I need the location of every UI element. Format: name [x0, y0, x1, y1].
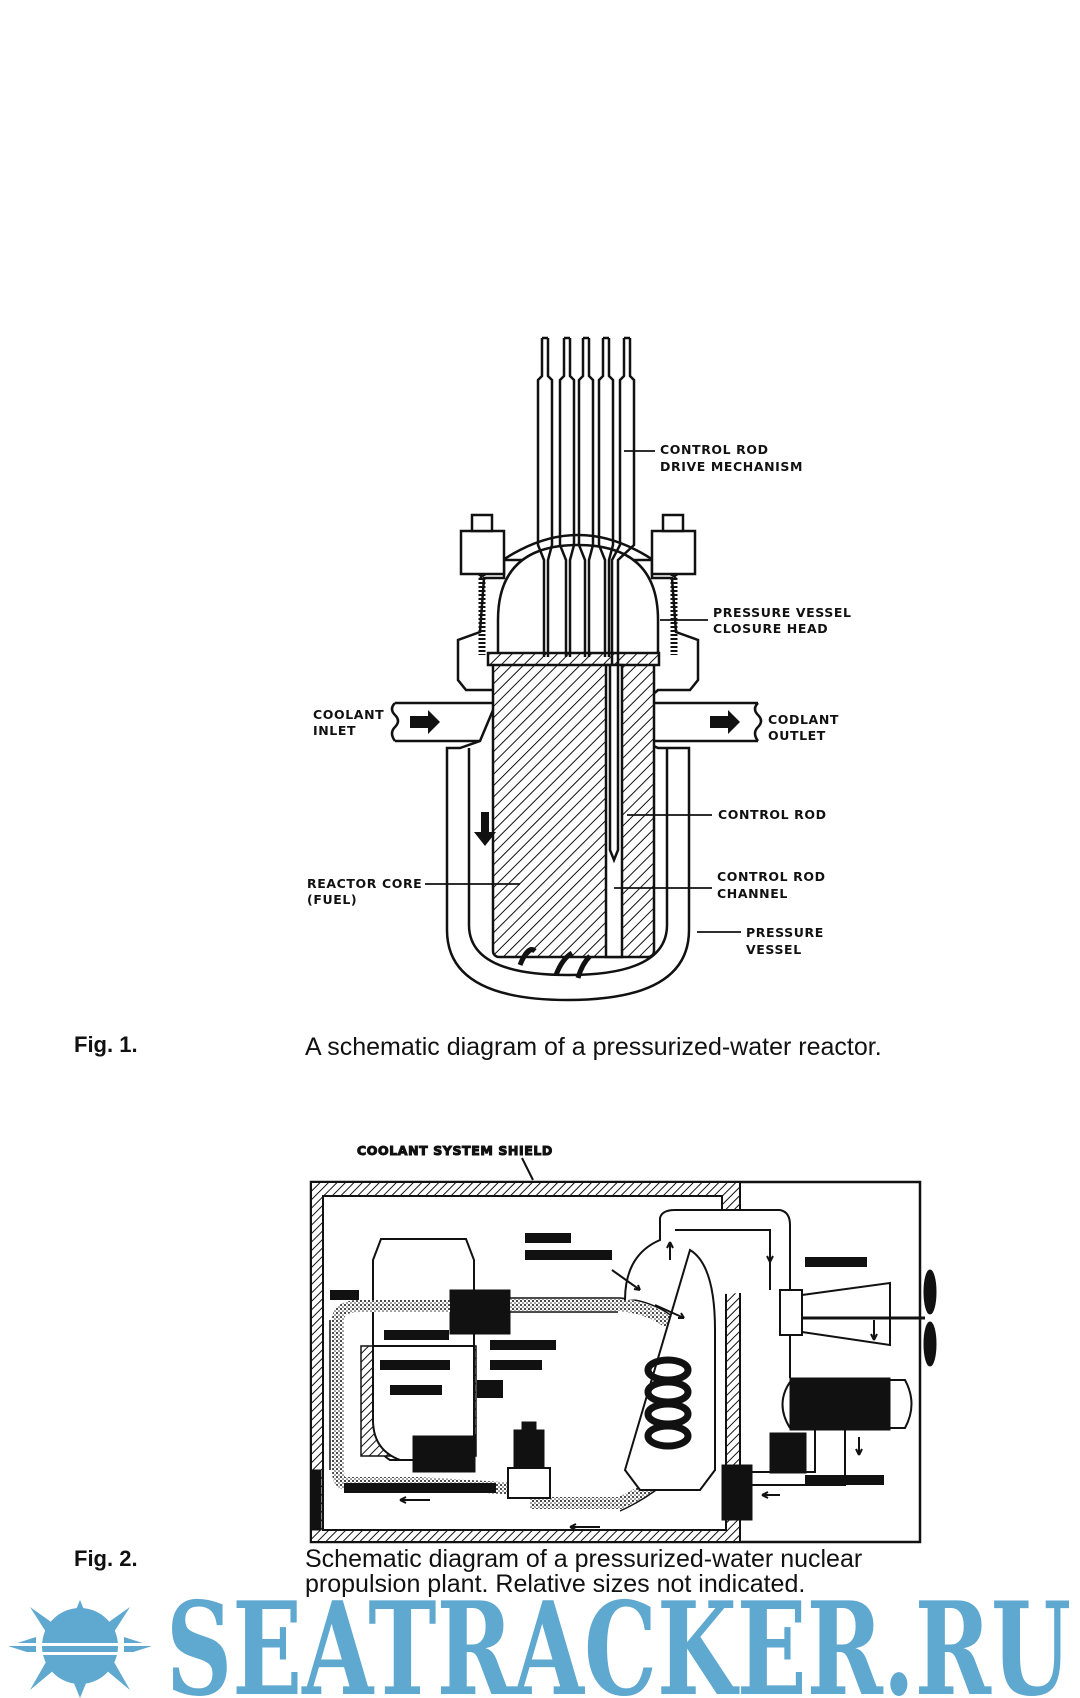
- turbine: [779, 1289, 803, 1336]
- label-coolant-system-shield: COOLANT SYSTEM SHIELD: [357, 1143, 553, 1158]
- label-pressure-vessel-1: PRESSURE: [746, 925, 824, 940]
- flow-arrows: [410, 710, 740, 846]
- label-reactor-core-2: (FUEL): [307, 892, 357, 907]
- leader-lines: [425, 450, 741, 933]
- label-pressure-vessel-2: VESSEL: [746, 942, 802, 957]
- propulsion-plant-diagram: COOLANT SYSTEM SHIELD: [309, 1143, 937, 1544]
- figure1-number: Fig. 1.: [74, 1032, 138, 1057]
- label-reactor-core-1: REACTOR CORE: [307, 876, 422, 891]
- label-coolant-inlet-1: COOLANT: [313, 707, 384, 722]
- arrow-down-icon: [474, 812, 496, 846]
- reactor-core: [491, 655, 656, 959]
- propeller: [923, 1269, 937, 1315]
- figure2-caption-line2: propulsion plant. Relative sizes not ind…: [305, 1570, 806, 1598]
- label-drive-mechanism-1: CONTROL ROD: [660, 442, 769, 457]
- control-rod-drives: [536, 336, 636, 665]
- control-rod: [608, 665, 620, 864]
- label-control-rod-channel-1: CONTROL ROD: [717, 869, 826, 884]
- control-rod-channel: [604, 663, 624, 959]
- fig1-labels: CONTROL ROD DRIVE MECHANISM PRESSURE VES…: [307, 442, 852, 957]
- arrow-right-icon: [410, 710, 440, 734]
- bolt-right: [650, 529, 697, 576]
- bolt-left: [459, 529, 506, 576]
- label-drive-mechanism-2: DRIVE MECHANISM: [660, 459, 803, 474]
- label-control-rod: CONTROL ROD: [718, 807, 827, 822]
- label-coolant-outlet-1: CODLANT: [768, 712, 839, 727]
- heating-coil: [644, 1356, 692, 1450]
- sun-icon: [8, 1600, 152, 1698]
- coolant-inlet-pipe: [390, 701, 500, 743]
- arrow-right-icon: [710, 710, 740, 734]
- label-control-rod-channel-2: CHANNEL: [717, 886, 788, 901]
- label-closure-head-2: CLOSURE HEAD: [713, 621, 828, 636]
- label-coolant-outlet-2: OUTLET: [768, 728, 826, 743]
- condenser: [789, 1377, 891, 1431]
- redacted-labels: [330, 1233, 884, 1493]
- steam-generator: [623, 1209, 791, 1491]
- label-coolant-inlet-2: INLET: [313, 723, 356, 738]
- figure2-caption-line1: Schematic diagram of a pressurized-water…: [305, 1545, 863, 1573]
- flow-arrows-fig2: [399, 1240, 878, 1531]
- figure2-number: Fig. 2.: [74, 1546, 138, 1571]
- watermark-logo: SEATRACKER.RU: [0, 1575, 1071, 1698]
- closure-head: [496, 543, 660, 654]
- figure1-caption: A schematic diagram of a pressurized-wat…: [305, 1033, 882, 1061]
- label-closure-head-1: PRESSURE VESSEL: [713, 605, 852, 620]
- coolant-outlet-pipe: [643, 701, 763, 743]
- pwr-reactor-diagram: [390, 336, 763, 1002]
- watermark-text: SEATRACKER.RU: [166, 1575, 1071, 1698]
